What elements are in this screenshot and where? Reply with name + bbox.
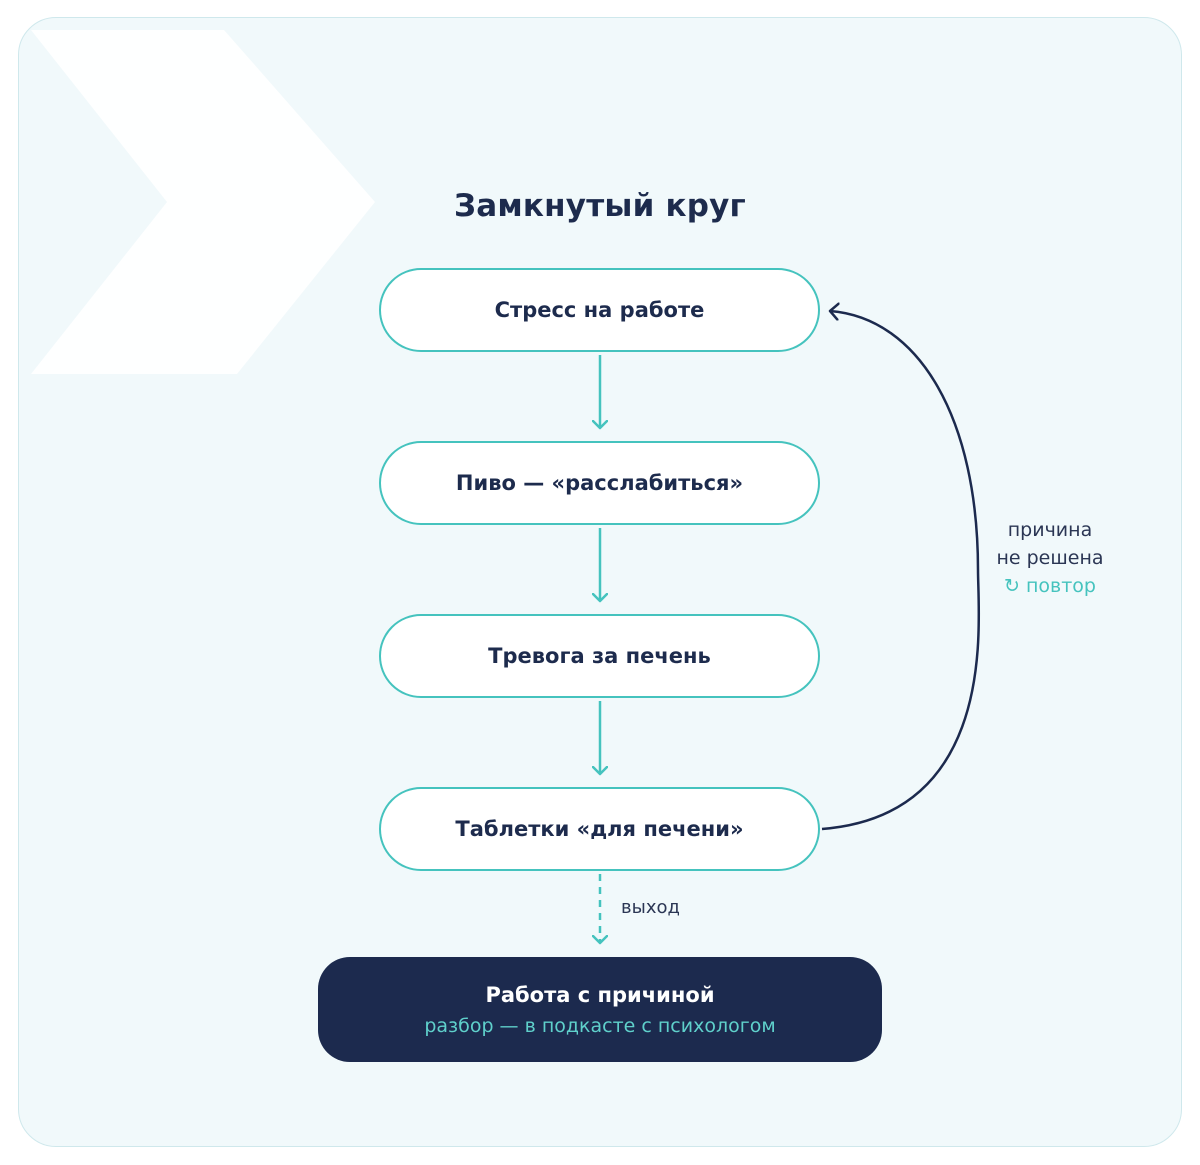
diagram-title: Замкнутый круг [454,188,746,224]
exit-box: Работа с причиной разбор — в подкасте с … [318,957,882,1062]
node-stress: Стресс на работе [379,268,820,352]
loop-label: причина не решена ↻ повтор [980,516,1120,600]
node-beer: Пиво — «расслабиться» [379,441,820,525]
exit-box-subtitle: разбор — в подкасте с психологом [424,1014,776,1037]
node-anxiety: Тревога за печень [379,614,820,698]
exit-box-title: Работа с причиной [485,982,715,1007]
loop-label-line1: причина [1007,519,1093,541]
loop-repeat-label: ↻ повтор [1004,575,1096,597]
chevron-decoration [31,30,375,374]
exit-label: выход [621,897,680,918]
loop-label-line2: не решена [996,547,1104,569]
node-pills: Таблетки «для печени» [379,787,820,871]
